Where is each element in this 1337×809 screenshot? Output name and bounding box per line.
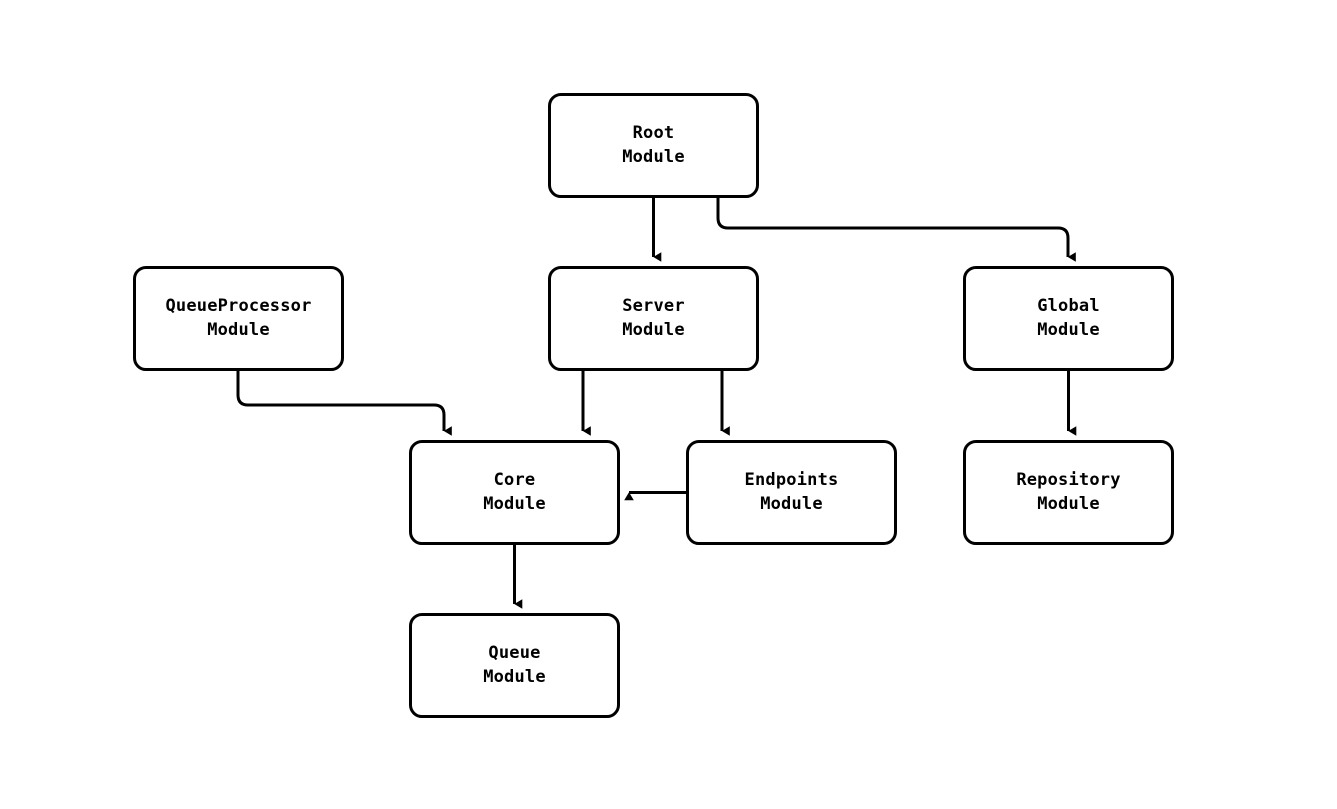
node-queue-module-label: Queue Module: [483, 642, 546, 687]
node-root-module[interactable]: Root Module: [548, 93, 759, 198]
node-endpoints-module[interactable]: Endpoints Module: [686, 440, 897, 545]
node-repository-module[interactable]: Repository Module: [963, 440, 1174, 545]
node-server-module-label: Server Module: [622, 295, 685, 340]
node-root-module-label: Root Module: [622, 122, 685, 167]
edge-queueprocessor-core: [236, 371, 452, 436]
node-queue-module[interactable]: Queue Module: [409, 613, 620, 718]
node-core-module[interactable]: Core Module: [409, 440, 620, 545]
node-server-module[interactable]: Server Module: [548, 266, 759, 371]
edge-root-global: [716, 198, 1076, 262]
node-global-module-label: Global Module: [1037, 295, 1100, 340]
node-queueprocessor-module-label: QueueProcessor Module: [165, 295, 312, 340]
node-global-module[interactable]: Global Module: [963, 266, 1174, 371]
node-endpoints-module-label: Endpoints Module: [744, 469, 839, 514]
node-queueprocessor-module[interactable]: QueueProcessor Module: [133, 266, 344, 371]
node-core-module-label: Core Module: [483, 469, 546, 514]
node-repository-module-label: Repository Module: [1016, 469, 1121, 514]
